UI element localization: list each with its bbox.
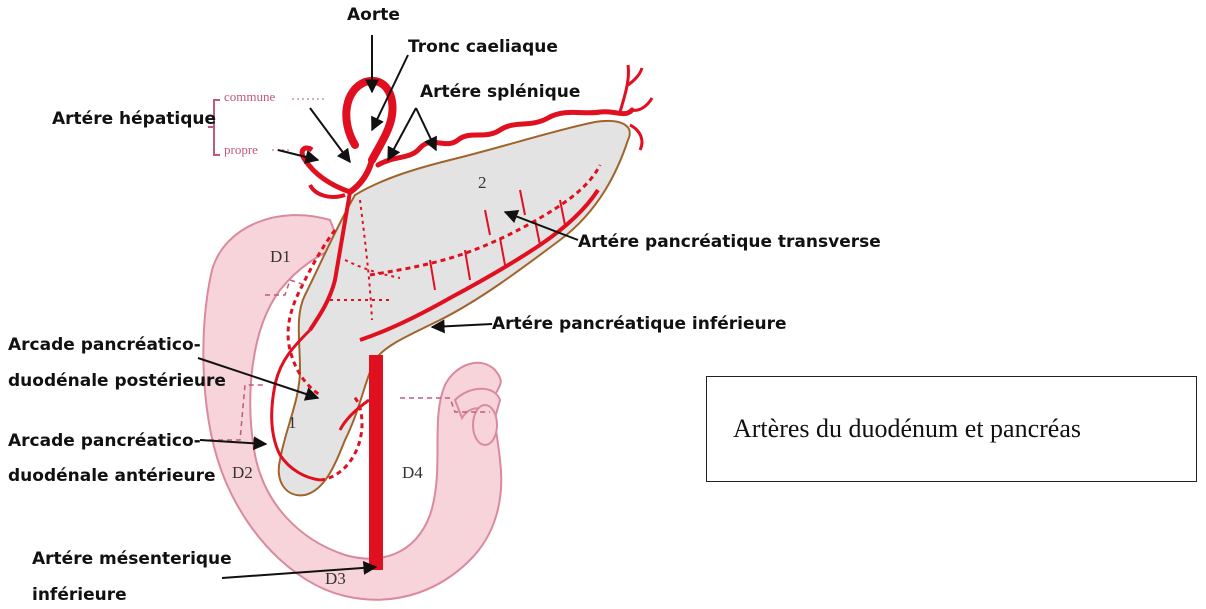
jejunum-opening — [473, 405, 497, 445]
label-aorte: Aorte — [347, 5, 400, 25]
label-splenique: Artére splénique — [420, 82, 580, 102]
label-d3: D3 — [325, 569, 346, 588]
aorta-vessel — [346, 81, 392, 160]
label-d1: D1 — [270, 247, 291, 266]
label-arcade-post-1: Arcade pancréatico- — [8, 335, 201, 355]
label-mesenterique-2: inférieure — [32, 585, 127, 605]
label-commune: commune — [224, 89, 275, 104]
label-arcade-post-2: duodénale postérieure — [8, 371, 226, 391]
label-tronc: Tronc caeliaque — [408, 37, 558, 57]
label-propre: propre — [224, 142, 258, 157]
arrow-propre — [278, 150, 318, 160]
arrow-inferieure — [432, 324, 492, 327]
label-hepatique: Artére hépatique — [52, 109, 216, 129]
label-num-1: 1 — [288, 413, 297, 432]
caption-box: Artères du duodénum et pancréas — [706, 376, 1197, 482]
caption-title: Artères du duodénum et pancréas — [733, 414, 1081, 444]
label-pancreatique-transverse: Artére pancréatique transverse — [578, 232, 881, 252]
label-mesenterique-1: Artére mésenterique — [32, 549, 232, 569]
mesenteric-artery-vertical — [369, 355, 383, 570]
label-arcade-ant-2: duodénale antérieure — [8, 466, 216, 486]
label-pancreatique-inferieure: Artére pancréatique inférieure — [492, 314, 787, 334]
label-d2: D2 — [232, 463, 253, 482]
label-arcade-ant-1: Arcade pancréatico- — [8, 431, 201, 451]
label-num-2: 2 — [478, 173, 487, 192]
label-d4: D4 — [402, 463, 423, 482]
